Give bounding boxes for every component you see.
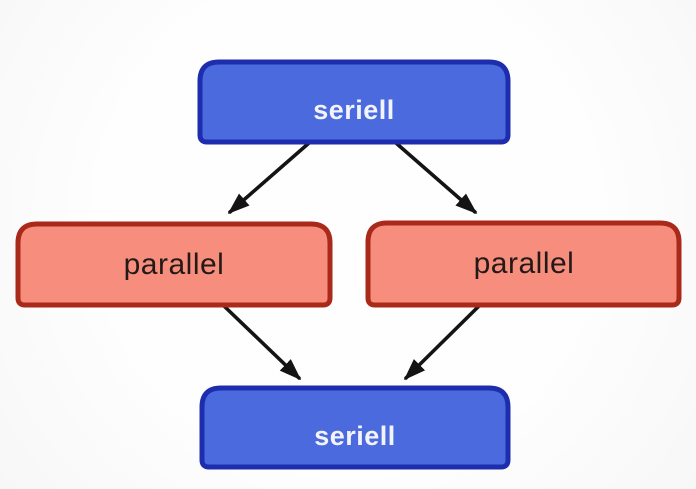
node-serial-top-label: seriell (313, 95, 395, 125)
node-parallel-right (365, 220, 682, 308)
edge-parallel-right-to-serial-bottom (403, 304, 481, 381)
node-serial-bottom-label: seriell (314, 421, 396, 451)
edges-group (222, 141, 481, 381)
node-parallel-right-label: parallel (474, 247, 575, 280)
node-parallel-left (15, 221, 333, 308)
node-parallel-left-label: parallel (124, 248, 225, 281)
edge-serial-top-to-parallel-right (394, 141, 478, 214)
edge-serial-top-to-parallel-left (227, 141, 311, 214)
edge-parallel-left-to-serial-bottom (222, 304, 302, 381)
node-serial-top (197, 59, 511, 145)
node-serial-bottom (199, 385, 511, 470)
nodes-group: seriell parallel parallel seriell (15, 59, 682, 470)
